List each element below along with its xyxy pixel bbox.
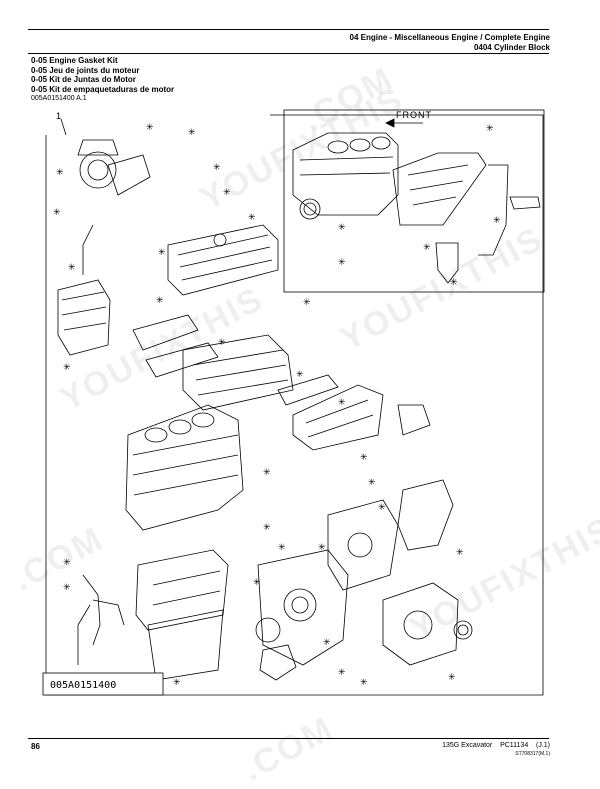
svg-text:✳: ✳ [423, 243, 431, 253]
kit-titles: 0-05 Engine Gasket Kit 0-05 Jeu de joint… [31, 56, 174, 94]
svg-text:✳: ✳ [158, 248, 166, 258]
svg-text:✳: ✳ [360, 678, 368, 688]
title-french: 0-05 Jeu de joints du moteur [31, 65, 140, 75]
svg-text:✳: ✳ [318, 543, 326, 553]
svg-text:✳: ✳ [63, 583, 71, 593]
footer-code: ST708317(M.1) [515, 751, 550, 757]
svg-text:✳: ✳ [338, 398, 346, 408]
svg-text:✳: ✳ [456, 548, 464, 558]
svg-text:✳: ✳ [156, 296, 164, 306]
section-path: 04 Engine - Miscellaneous Engine / Compl… [349, 33, 550, 42]
svg-text:✳: ✳ [263, 523, 271, 533]
page-number: 86 [31, 742, 40, 751]
svg-text:✳: ✳ [63, 558, 71, 568]
svg-text:✳: ✳ [303, 298, 311, 308]
callout-1: 1 [56, 111, 61, 121]
header-rule-bottom [28, 53, 549, 54]
svg-text:✳: ✳ [323, 638, 331, 648]
svg-text:✳: ✳ [213, 163, 221, 173]
svg-text:✳: ✳ [68, 263, 76, 273]
footer-rule [28, 738, 549, 739]
front-label: FRONT [396, 110, 432, 120]
svg-text:✳: ✳ [63, 363, 71, 373]
svg-text:✳: ✳ [368, 478, 376, 488]
svg-text:✳: ✳ [188, 128, 196, 138]
figure-id-box: 005A0151400 [50, 680, 116, 691]
svg-text:✳: ✳ [223, 188, 231, 198]
svg-text:✳: ✳ [338, 668, 346, 678]
svg-text:✳: ✳ [378, 503, 386, 513]
svg-text:✳: ✳ [450, 278, 458, 288]
svg-text:✳: ✳ [146, 123, 154, 133]
svg-text:✳: ✳ [296, 370, 304, 380]
svg-text:✳: ✳ [56, 168, 64, 178]
svg-text:✳: ✳ [360, 453, 368, 463]
svg-text:✳: ✳ [486, 124, 494, 134]
svg-text:✳: ✳ [248, 213, 256, 223]
svg-text:✳: ✳ [493, 216, 501, 226]
svg-text:✳: ✳ [53, 208, 61, 218]
footer-info: 135G Excavator PC11134 (J.1) [442, 742, 550, 749]
figure-reference: 005A0151400 A.1 [31, 95, 87, 102]
svg-text:✳: ✳ [338, 258, 346, 268]
title-portuguese: 0-05 Kit de Juntas do Motor [31, 75, 136, 84]
svg-text:✳: ✳ [253, 578, 261, 588]
svg-text:✳: ✳ [263, 468, 271, 478]
revision: (J.1) [536, 742, 550, 749]
model-name: 135G Excavator [442, 742, 493, 749]
svg-text:✳: ✳ [173, 678, 181, 688]
watermark: .COM [236, 709, 340, 789]
svg-text:✳: ✳ [278, 543, 286, 553]
svg-text:✳: ✳ [338, 223, 346, 233]
title-english: 0-05 Engine Gasket Kit [31, 56, 118, 65]
title-spanish: 0-05 Kit de empaquetaduras de motor [31, 84, 175, 94]
svg-text:✳: ✳ [448, 673, 456, 683]
exploded-engine-diagram: ✳✳✳ ✳✳✳ ✳✳✳ ✳✳✳ ✳✳✳ ✳✳✳ ✳✳✳ ✳✳✳ ✳✳✳ ✳✳✳ … [42, 109, 545, 696]
section-subtitle: 0404 Cylinder Block [473, 43, 550, 52]
catalog-number: PC11134 [500, 742, 529, 749]
header-rule [28, 29, 549, 30]
svg-text:✳: ✳ [218, 338, 226, 348]
